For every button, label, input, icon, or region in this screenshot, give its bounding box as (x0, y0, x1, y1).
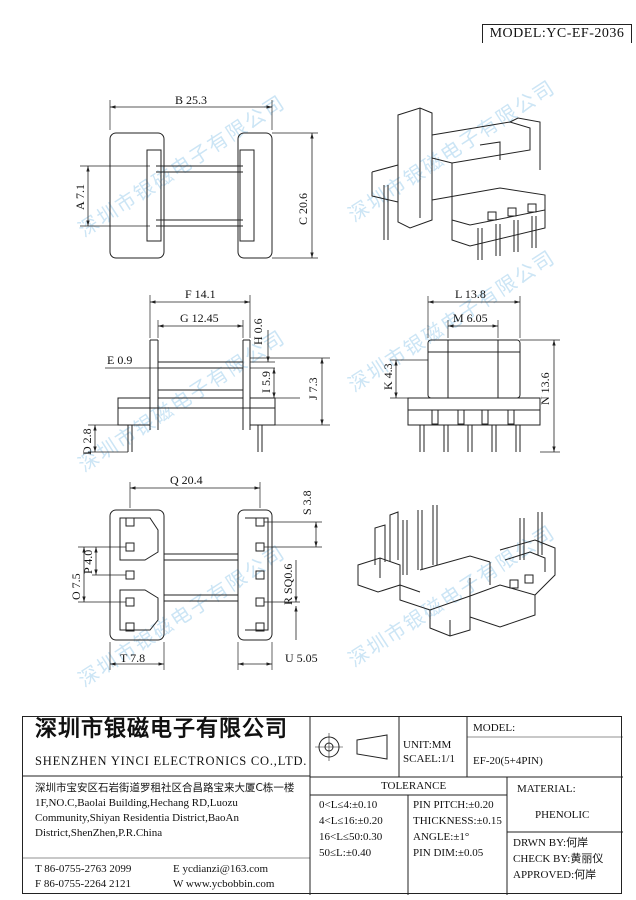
dim-I: I 5.9 (259, 371, 273, 393)
approved-by: APPROVED:何岸 (513, 869, 597, 881)
tolerance-row: 0<L≤4:±0.10 (319, 799, 378, 811)
engineering-drawing: B 25.3 A 7.1 C 20.6 (69, 93, 560, 670)
projection-symbol-icon (315, 733, 388, 761)
dim-M: M 6.05 (453, 311, 488, 325)
address-cn: 深圳市宝安区石岩街道罗租社区合昌路宝来大厦C栋一楼 (35, 782, 295, 794)
address-en-line2: Community,Shiyan Residentia District,Bao… (35, 812, 239, 824)
tolerance-row: 4<L≤16:±0.20 (319, 815, 383, 827)
address-en-line1: 1F,NO.C,Baolai Building,Hechang RD,Luozu (35, 797, 238, 809)
checked-by: CHECK BY:黄丽仪 (513, 853, 604, 865)
dim-S: S 3.8 (300, 490, 314, 515)
dim-Q: Q 20.4 (170, 473, 203, 487)
pin-tolerance-row: ANGLE:±1° (413, 831, 470, 843)
dim-R: R SQ0.6 (281, 564, 295, 605)
website: W www.ycbobbin.com (173, 878, 275, 890)
dim-U: U 5.05 (285, 651, 318, 665)
side-view (390, 296, 560, 453)
scale: SCAEL:1/1 (403, 753, 455, 765)
drawn-by: DRWN BY:何岸 (513, 837, 589, 849)
dim-P: P 4.0 (81, 550, 95, 574)
dim-B: B 25.3 (175, 93, 207, 107)
tel: T 86-0755-2763 2099 (35, 863, 132, 875)
tolerance-row: 16<L≤50:0.30 (319, 831, 383, 843)
pin-tolerance-row: PIN PITCH:±0.20 (413, 799, 494, 811)
dim-G: G 12.45 (180, 311, 219, 325)
dim-O: O 7.5 (69, 573, 83, 600)
pin-tolerance-row: THICKNESS:±0.15 (413, 815, 502, 827)
dim-D: D 2.8 (80, 428, 94, 455)
dim-C: C 20.6 (296, 193, 310, 225)
pin-tolerance-row: PIN DIM:±0.05 (413, 847, 484, 859)
bottom-view (78, 482, 322, 670)
company-name-cn: 深圳市银磁电子有限公司 (35, 717, 289, 742)
model-label: MODEL: (473, 722, 516, 734)
dim-E: E 0.9 (107, 353, 132, 367)
dim-K: K 4.3 (381, 363, 395, 390)
tolerance-title: TOLERANCE (381, 780, 447, 792)
model-header: MODEL:YC-EF-2036 (482, 24, 632, 43)
material-label: MATERIAL: (517, 783, 576, 795)
address-en-line3: District,ShenZhen,P.R.China (35, 827, 163, 839)
company-name-en: SHENZHEN YINCI ELECTRONICS CO.,LTD. (35, 754, 308, 768)
dim-L: L 13.8 (455, 287, 486, 301)
title-block: 深圳市银磁电子有限公司 SHENZHEN YINCI ELECTRONICS C… (22, 716, 623, 895)
front-view (88, 295, 330, 453)
tolerance-row: 50≤L:±0.40 (319, 847, 372, 859)
material-value: PHENOLIC (535, 809, 590, 821)
model-value: EF-20(5+4PIN) (473, 755, 543, 767)
unit: UNIT:MM (403, 739, 452, 751)
dim-J: J 7.3 (306, 377, 320, 400)
email: E ycdianzi@163.com (173, 863, 269, 875)
dim-N: N 13.6 (538, 372, 552, 405)
dim-T: T 7.8 (120, 651, 145, 665)
dim-F: F 14.1 (185, 287, 216, 301)
iso-view-2 (357, 505, 556, 637)
top-view (80, 100, 318, 259)
fax: F 86-0755-2264 2121 (35, 878, 131, 890)
iso-view-1 (371, 107, 546, 260)
dim-A: A 7.1 (73, 184, 87, 210)
dim-H: H 0.6 (251, 318, 265, 345)
